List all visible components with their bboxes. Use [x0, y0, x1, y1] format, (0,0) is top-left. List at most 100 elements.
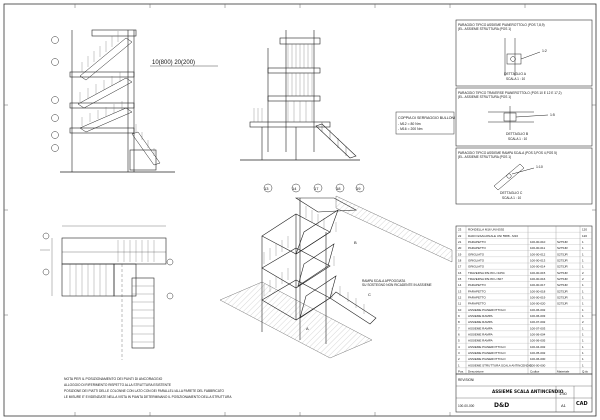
bom-cell: 2 [582, 271, 584, 275]
plan-note-1: NOTA PER IL POSIZIONAMENTO DEI PUNTI DI … [64, 377, 163, 381]
bom-cell: 1 [582, 363, 584, 367]
bom-cell: 1 [582, 326, 584, 330]
bom-cell: 1 [582, 357, 584, 361]
bom-cell: DADO ESAGONALE UNI 5588 - M16 [468, 234, 518, 238]
isometric-view [219, 195, 453, 359]
bom-cell: S275JR [557, 258, 569, 262]
title-sheet-size: A1 [561, 403, 567, 408]
bom-cell: 6 [458, 332, 460, 336]
bom-cell: 100-00-015 [530, 271, 546, 275]
detail-a-title: PARAGGIO TIPICO ASSIEME PIANEROTTOLO (PO… [458, 23, 545, 27]
bom-cell: 7 [458, 326, 460, 330]
bom-cell: 1 [582, 302, 584, 306]
bom-cell: 120 [582, 228, 587, 232]
iso-letter-b: B [354, 240, 357, 245]
bom-cell: S275JR [557, 277, 569, 281]
title-cad-mark: CAD [576, 401, 588, 407]
bom-cell: 20 [458, 246, 462, 250]
bom-cell: 100-04-002 [530, 345, 546, 349]
bom-cell: S275JR [557, 283, 569, 287]
iso-note-line-1: RAMPA SCALA APPOGGIATA [362, 279, 406, 283]
detail-b-callout: 1:5 [550, 113, 555, 117]
isometric-railings [263, 202, 365, 314]
bom-header-cell: Descrizione [468, 369, 484, 373]
bom-cell: GRIGLIATO [468, 252, 485, 256]
bom-header-cell: Pos. [458, 369, 464, 373]
bom-cell: ASSIEME PIANEROTTOLO [468, 351, 506, 355]
detail-a-subtitle: (EL. ASSIEME STRUTTURA (POS 1) [458, 27, 511, 31]
detail-b-scale: SCALA 1 : 10 [508, 137, 527, 141]
bom-cell: 18 [458, 258, 462, 262]
bom-cell: ASSIEME RAMPA [468, 326, 493, 330]
bom-cell: 11 [458, 302, 461, 306]
bom-cell: 100-00-011 [530, 246, 545, 250]
detail-b-scale-title: DETTAGLIO B [506, 132, 529, 136]
bom-header-cell: Q.tà [582, 369, 588, 373]
bom-cell: S275JR [557, 246, 569, 250]
bom-cell: PARAPETTO [468, 295, 487, 299]
iso-callout-14: 14 [292, 186, 297, 191]
bom-cell: 100-06-005 [530, 339, 546, 343]
bom-cell: PARAPETTO [468, 240, 487, 244]
bom-cell: ASSIEME STRUTTURA SCALA ANTINCENDIO [468, 363, 533, 367]
bom-cell: ASSIEME RAMPA [468, 339, 493, 343]
iso-note-line-2: SU SOSTEGNO NON RICADENTE IN ASSIEME [362, 283, 432, 287]
bom-cell: 23 [458, 228, 462, 232]
title-project-name: ASSIEME SCALA ANTINCENDIO [492, 389, 564, 394]
detail-a-drawing [504, 38, 541, 76]
bom-cell: PARAPETTO [468, 289, 487, 293]
bom-cell: S275JR [557, 302, 569, 306]
bom-cell: 8 [458, 320, 460, 324]
bom-cell: 19 [458, 252, 462, 256]
bom-cell: PARAPETTO [468, 283, 487, 287]
bom-cell: 10 [458, 308, 462, 312]
isometric-callout-bubbles [263, 183, 365, 193]
plan-callout-bubbles [42, 232, 174, 300]
title-company-logo: D&D [494, 402, 509, 409]
bom-cell: S275JR [557, 265, 569, 269]
elevation-callout-bubbles [51, 36, 59, 152]
bom-cell: 100-00-013 [530, 258, 546, 262]
bom-cell: 1 [582, 240, 584, 244]
plan-note-4: LE MISURE E' EVIDENZIATE NELLA VISTA IN … [64, 395, 232, 399]
bom-cell: GRIGLIATO [468, 265, 485, 269]
title-revisions-label: REVISIONI [458, 378, 474, 382]
elevation-dimension-label: 10(800) 20(200) [152, 60, 195, 66]
title-block: REVISIONI ASSIEME SCALA ANTINCENDIO D&D … [455, 373, 593, 413]
detail-b-subtitle: (EL. ASSIEME STRUTTURA (POS 1) [458, 95, 511, 99]
bom-cell: 100-00-019 [530, 295, 546, 299]
bom-cell: 14 [458, 283, 462, 287]
bom-cell: 13 [458, 289, 462, 293]
bom-cell: PARAPETTO [468, 246, 487, 250]
isometric-callout-labels: 13 14 17 18 19 A B C [264, 186, 371, 331]
bom-cell: 100-06-002 [530, 308, 546, 312]
bom-cell: 120 [582, 234, 587, 238]
bom-cell: ASSIEME PIANEROTTOLO [468, 308, 506, 312]
bom-cell: 16 [458, 271, 462, 275]
detail-c-subtitle: (EL. ASSIEME STRUTTURA (POS 1) [458, 155, 511, 159]
bom-cell: 100-06-003 [530, 314, 546, 318]
bom-cell: 1 [458, 363, 460, 367]
bom-cell: TRAVERSA IPE 80 L=607 [468, 277, 503, 281]
bom-cell: 17 [458, 265, 462, 269]
bolt-torque-note: COPPIA DI SERRAGGIO BULLONI - M12 = 80 N… [395, 111, 455, 135]
bom-cell: 1 [582, 314, 584, 318]
bom-cell: GRIGLIATO [468, 258, 485, 262]
bom-cell: 15 [458, 277, 462, 281]
plan-notes: NOTA PER IL POSIZIONAMENTO DEI PUNTI DI … [64, 377, 232, 399]
detail-a-callout: 1:2 [542, 49, 547, 53]
bom-cell: ASSIEME RAMPA [468, 332, 493, 336]
elevation-view-side [240, 30, 360, 161]
plan-note-2: ALLOGGIO DI RIFERIMENTO RISPETTO ALLA ST… [64, 383, 171, 387]
bom-cell: 1 [582, 265, 584, 269]
detail-panel-a: PARAGGIO TIPICO ASSIEME PIANEROTTOLO (PO… [455, 19, 593, 87]
bom-cell: S275JR [557, 295, 569, 299]
detail-panel-b: PARAGGIO TIPICO TRAVERSE PIANEROTTOLO (P… [455, 87, 593, 147]
bom-cell: S275JR [557, 240, 569, 244]
detail-c-drawing [493, 163, 535, 191]
bom-cell: 100-00-012 [530, 252, 546, 256]
detail-panel-c: PARAGGIO TIPICO ASSIEME RAMPA SCALA (POS… [455, 147, 593, 205]
bom-cell: 1 [582, 295, 584, 299]
detail-b-title: PARAGGIO TIPICO TRAVERSE PIANEROTTOLO (P… [458, 91, 562, 95]
